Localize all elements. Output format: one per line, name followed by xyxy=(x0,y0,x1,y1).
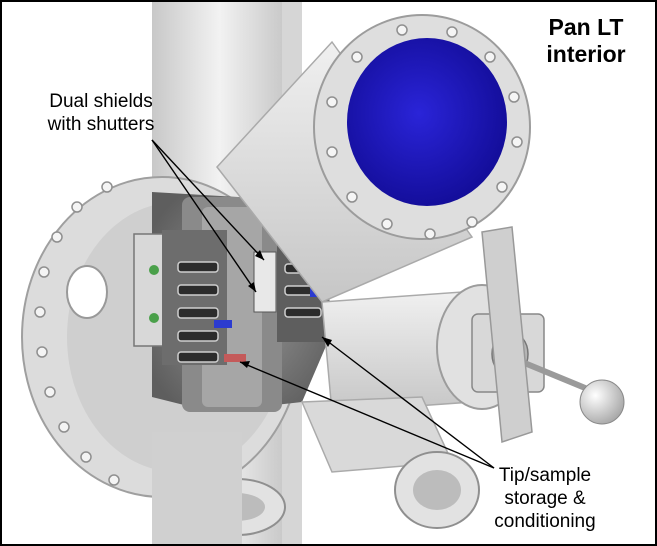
flange-bolts xyxy=(34,181,120,486)
shields-label: Dual shields with shutters xyxy=(28,90,174,136)
title-line-1: Pan LT xyxy=(548,14,624,40)
manipulator-knob xyxy=(579,379,625,425)
upper-viewport-arm xyxy=(216,14,531,303)
left-storage-carousel xyxy=(133,230,246,365)
storage-label-line-3: conditioning xyxy=(494,511,596,532)
storage-label: Tip/sample storage & conditioning xyxy=(470,464,620,533)
shields-label-line-2: with shutters xyxy=(47,114,155,135)
viewport-bolts xyxy=(326,24,523,240)
figure-title: Pan LT interior xyxy=(530,14,642,68)
lower-ports xyxy=(152,396,480,544)
callout-lines xyxy=(151,139,495,469)
storage-label-line-1: Tip/sample xyxy=(498,465,592,486)
rear-flange xyxy=(481,226,533,444)
storage-callout-line-1 xyxy=(321,336,495,469)
shields-callout-line-1 xyxy=(151,139,265,261)
blue-window xyxy=(347,38,507,206)
shields-label-line-1: Dual shields xyxy=(49,91,153,112)
callout-arrowheads xyxy=(240,250,332,368)
shutter-window xyxy=(253,251,277,313)
title-line-2: interior xyxy=(546,41,626,67)
storage-label-line-2: storage & xyxy=(504,488,586,509)
shields-callout-line-2 xyxy=(151,139,257,293)
flange-port-hole xyxy=(66,265,108,319)
storage-callout-line-2 xyxy=(239,361,495,469)
